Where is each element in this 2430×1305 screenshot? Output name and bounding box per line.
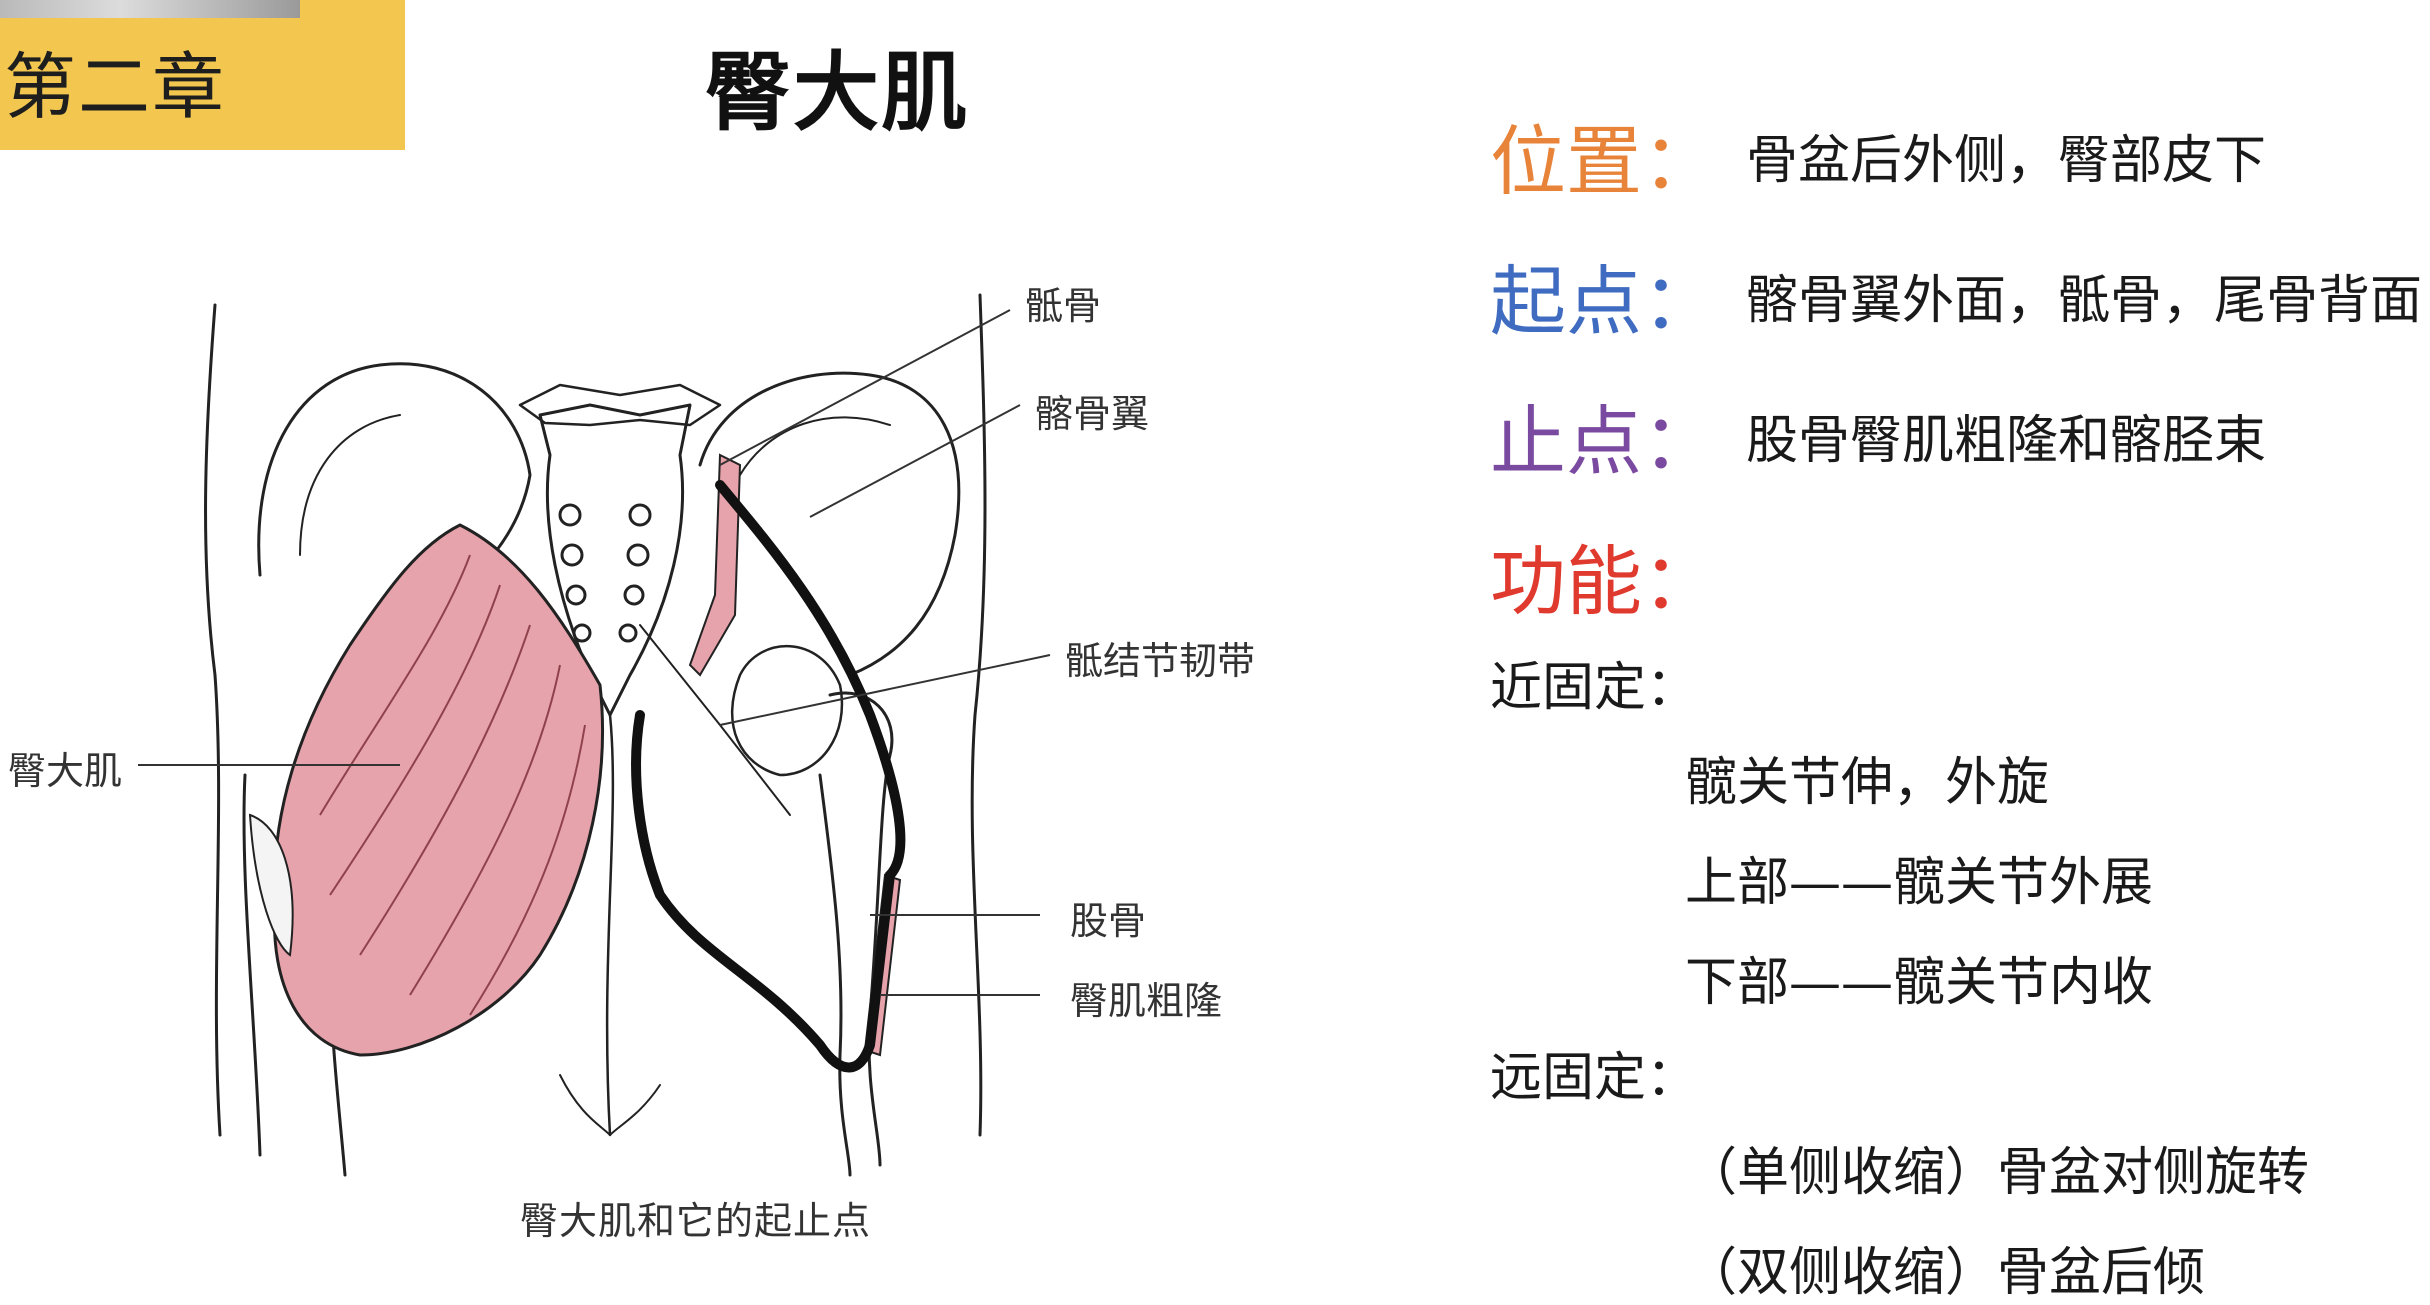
insertion-key: 止点：: [1490, 397, 1718, 486]
sacrum-shape: [538, 403, 692, 717]
left-ilium-wing: [257, 362, 532, 617]
label-ligament: 骶结节韧带: [1065, 639, 1256, 683]
near-fixed-label: 近固定：: [1490, 658, 1699, 718]
origin-row: 起点： 髂骨翼外面，骶骨，尾骨背面: [1490, 240, 2422, 350]
anatomy-figure: 骶骨 髂骨翼 骶结节韧带 臀大肌 股骨 臀肌粗隆: [0, 255, 1320, 1255]
position-value: 骨盆后外侧，臀部皮下: [1746, 130, 2267, 191]
origin-key: 起点：: [1490, 257, 1718, 346]
label-sacrum: 骶骨: [1025, 284, 1102, 328]
body-outline-left: [204, 303, 222, 1137]
leader-ligament: [719, 654, 1051, 726]
body-outline-right: [970, 293, 987, 1137]
far-fixed-item: （双侧收缩）骨盆后倾: [1685, 1243, 2206, 1303]
near-fixed-item: 髋关节伸，外旋: [1685, 753, 2050, 813]
near-fixed-item: 下部——髋关节内收: [1685, 953, 2154, 1013]
pelvis-illustration: [138, 293, 1051, 1177]
leader-ilium-wing: [809, 404, 1021, 518]
insertion-value: 股骨臀肌粗隆和髂胫束: [1746, 410, 2267, 471]
function-key: 功能：: [1490, 537, 1718, 626]
chapter-tab: 第二章: [0, 0, 405, 150]
function-row: 功能：: [1490, 520, 1718, 630]
label-ilium-wing: 髂骨翼: [1035, 392, 1150, 436]
presenter-video-strip: [0, 0, 300, 18]
position-row: 位置： 骨盆后外侧，臀部皮下: [1490, 100, 2266, 210]
label-tuberosity: 臀肌粗隆: [1070, 979, 1223, 1023]
origin-value: 髂骨翼外面，骶骨，尾骨背面: [1746, 270, 2423, 331]
leader-sacrum: [719, 309, 1011, 466]
label-gluteus: 臀大肌: [8, 749, 123, 793]
chapter-label: 第二章: [4, 45, 227, 129]
right-ilium-wing: [698, 371, 961, 677]
slide-title: 臀大肌: [705, 43, 969, 143]
gluteus-attachment-outline: [631, 480, 906, 1073]
position-key: 位置：: [1490, 117, 1718, 206]
gluteus-maximus-muscle: [272, 523, 604, 1057]
far-fixed-item: （单侧收缩）骨盆对侧旋转: [1685, 1143, 2310, 1203]
label-femur: 股骨: [1070, 899, 1147, 943]
near-fixed-item: 上部——髋关节外展: [1685, 853, 2154, 913]
insertion-row: 止点： 股骨臀肌粗隆和髂胫束: [1490, 380, 2266, 490]
right-femur: [828, 691, 894, 1167]
far-fixed-label: 远固定：: [1490, 1048, 1699, 1108]
figure-caption: 臀大肌和它的起止点: [520, 1199, 872, 1243]
